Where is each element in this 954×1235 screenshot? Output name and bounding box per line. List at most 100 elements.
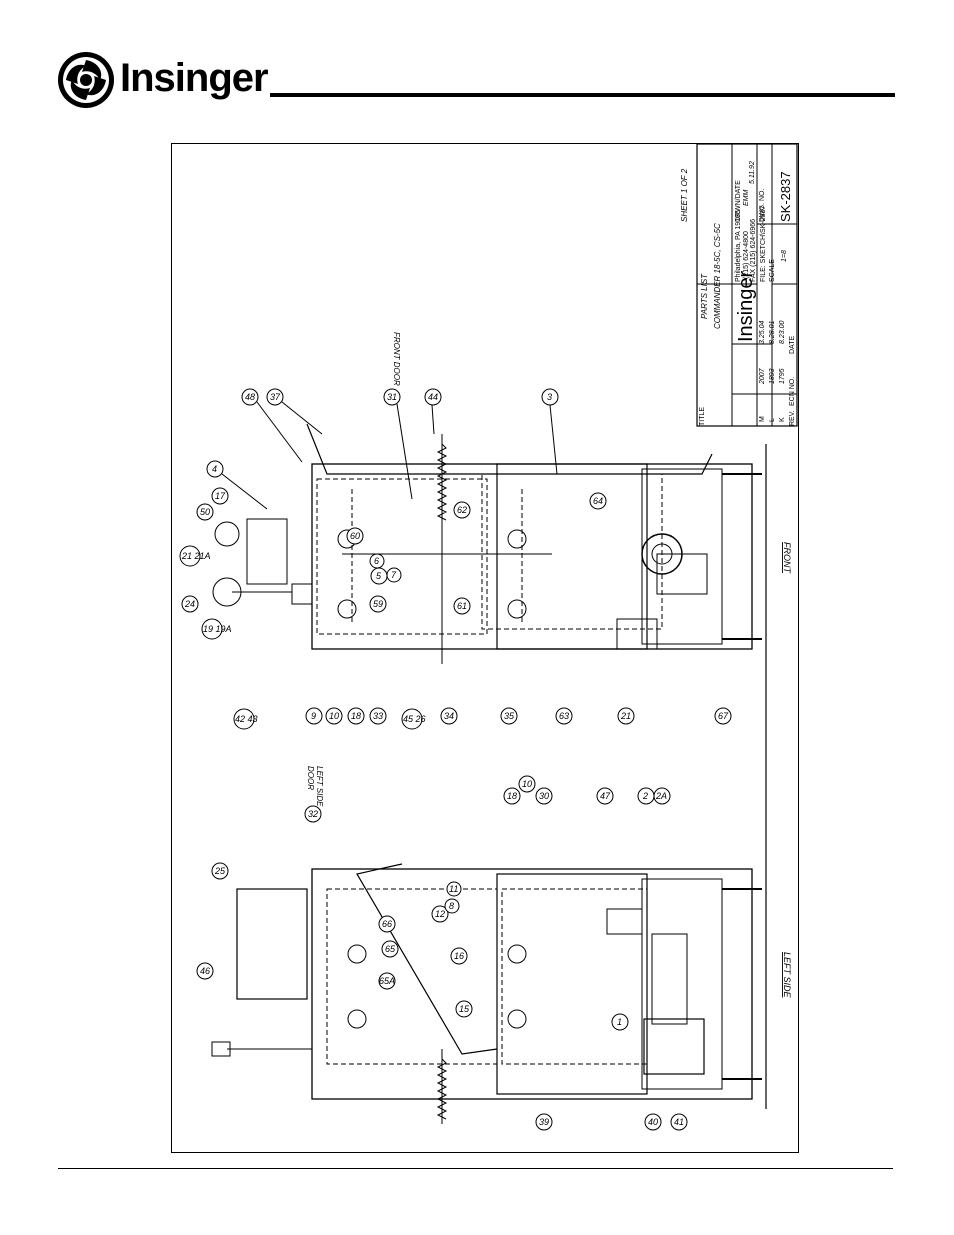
svg-text:9: 9 <box>311 711 316 721</box>
callouts-front: 48 37 31 44 3 4 17 50 21 21A 24 19 19A 4… <box>179 388 732 730</box>
drawn-label: DRWN/DATE <box>735 180 742 222</box>
callout-41: 41 <box>670 1113 688 1131</box>
svg-text:30: 30 <box>539 791 549 801</box>
svg-text:47: 47 <box>600 791 611 801</box>
svg-text:12: 12 <box>435 909 445 919</box>
svg-text:32: 32 <box>308 809 318 819</box>
svg-text:65A: 65A <box>379 976 395 986</box>
rev-l: L <box>769 418 776 422</box>
svg-text:1: 1 <box>617 1017 622 1027</box>
callout-42: 42 43 <box>233 708 258 730</box>
svg-text:59: 59 <box>373 599 383 609</box>
footer-rule <box>58 1168 893 1169</box>
callout-3: 3 <box>541 388 559 475</box>
svg-text:37: 37 <box>270 392 281 402</box>
rev-m-date: 3.25.04 <box>759 321 766 344</box>
drawn-date: 5.11.92 <box>749 161 756 184</box>
side-view <box>211 863 762 1124</box>
sheet-number: SHEET 1 OF 2 <box>680 168 689 222</box>
rev-l-date: 8.28.01 <box>769 321 776 344</box>
svg-text:19 19A: 19 19A <box>203 624 232 634</box>
front-view <box>212 423 762 664</box>
svg-text:41: 41 <box>674 1117 684 1127</box>
callout-8: 8 <box>444 898 460 914</box>
svg-text:35: 35 <box>504 711 515 721</box>
callout-65: 65 <box>381 940 399 958</box>
callout-35: 35 <box>500 707 518 725</box>
callout-18: 18 <box>347 707 365 725</box>
svg-text:31: 31 <box>387 392 397 402</box>
svg-text:34: 34 <box>444 711 454 721</box>
insinger-swirl-icon <box>58 52 114 108</box>
callout-6: 6 <box>369 553 385 569</box>
rev-header: REV. <box>789 410 796 426</box>
callout-4: 4 <box>206 460 268 510</box>
svg-text:62: 62 <box>457 505 467 515</box>
callout-25: 25 <box>211 862 229 880</box>
callout-34: 34 <box>440 707 458 725</box>
svg-text:5: 5 <box>376 571 382 581</box>
rev-m-ecn: 2007 <box>759 367 766 385</box>
svg-text:10: 10 <box>329 711 339 721</box>
svg-text:44: 44 <box>428 392 438 402</box>
svg-text:2A: 2A <box>655 791 667 801</box>
svg-text:15: 15 <box>459 1004 470 1014</box>
left-side-door-label-1: LEFT SIDE <box>315 766 324 807</box>
callout-9: 9 <box>305 707 323 725</box>
svg-text:18: 18 <box>507 791 517 801</box>
callout-62: 62 <box>453 501 471 519</box>
callout-1: 1 <box>611 1013 629 1031</box>
drawing-frame: TITLE SHEET 1 OF 2 PARTS LIST COMMANDER … <box>171 143 799 1153</box>
rev-k-ecn: 1795 <box>779 368 786 384</box>
callout-61: 61 <box>453 597 471 615</box>
svg-text:39: 39 <box>539 1117 549 1127</box>
svg-text:50: 50 <box>200 507 210 517</box>
rev-l-ecn: 1893 <box>769 368 776 384</box>
dwg-no-label: DWG. NO. <box>759 189 766 222</box>
callout-47: 47 <box>596 787 614 805</box>
callout-10: 10 <box>325 707 343 725</box>
callout-11: 11 <box>446 881 462 897</box>
svg-text:17: 17 <box>215 491 226 501</box>
svg-text:21: 21 <box>620 711 631 721</box>
svg-text:18: 18 <box>351 711 361 721</box>
callout-45: 45 26 <box>401 708 426 730</box>
svg-text:3: 3 <box>547 392 552 402</box>
callout-10b: 10 <box>518 775 536 793</box>
svg-text:65: 65 <box>385 944 396 954</box>
callout-59: 59 <box>369 595 387 613</box>
callout-2a: 2A <box>653 787 671 805</box>
callout-21: 21 21A <box>179 545 211 567</box>
svg-text:45 26: 45 26 <box>403 714 426 724</box>
callout-2: 2 <box>637 787 655 805</box>
rev-m: M <box>759 416 766 422</box>
svg-text:60: 60 <box>350 531 360 541</box>
svg-text:11: 11 <box>449 884 458 894</box>
left-side-view-label: LEFT SIDE <box>782 952 792 999</box>
parts-list-label: PARTS LIST <box>700 273 709 319</box>
svg-text:64: 64 <box>593 496 603 506</box>
svg-text:6: 6 <box>374 556 379 566</box>
rev-k: K <box>779 417 786 422</box>
svg-text:2: 2 <box>642 791 648 801</box>
callout-7: 7 <box>386 567 402 583</box>
callout-67: 67 <box>714 707 732 725</box>
svg-text:16: 16 <box>454 951 464 961</box>
svg-text:21 21A: 21 21A <box>181 551 211 561</box>
svg-text:63: 63 <box>559 711 569 721</box>
insinger-logo: Insinger <box>52 48 277 112</box>
callout-37: 37 <box>266 388 323 435</box>
svg-text:61: 61 <box>457 601 467 611</box>
callout-48: 48 <box>241 388 303 463</box>
scale-label: SCALE <box>769 259 776 282</box>
rev-k-date: 8.23.00 <box>779 321 786 344</box>
callout-64: 64 <box>589 492 607 510</box>
svg-text:10: 10 <box>522 779 532 789</box>
callout-18b: 18 <box>503 787 521 805</box>
callout-31: 31 <box>383 388 413 500</box>
callout-15: 15 <box>455 1000 473 1018</box>
callout-32: 32 <box>304 805 322 823</box>
callout-46: 46 <box>196 962 214 980</box>
front-view-label: FRONT <box>782 542 792 574</box>
callout-30: 30 <box>535 787 553 805</box>
